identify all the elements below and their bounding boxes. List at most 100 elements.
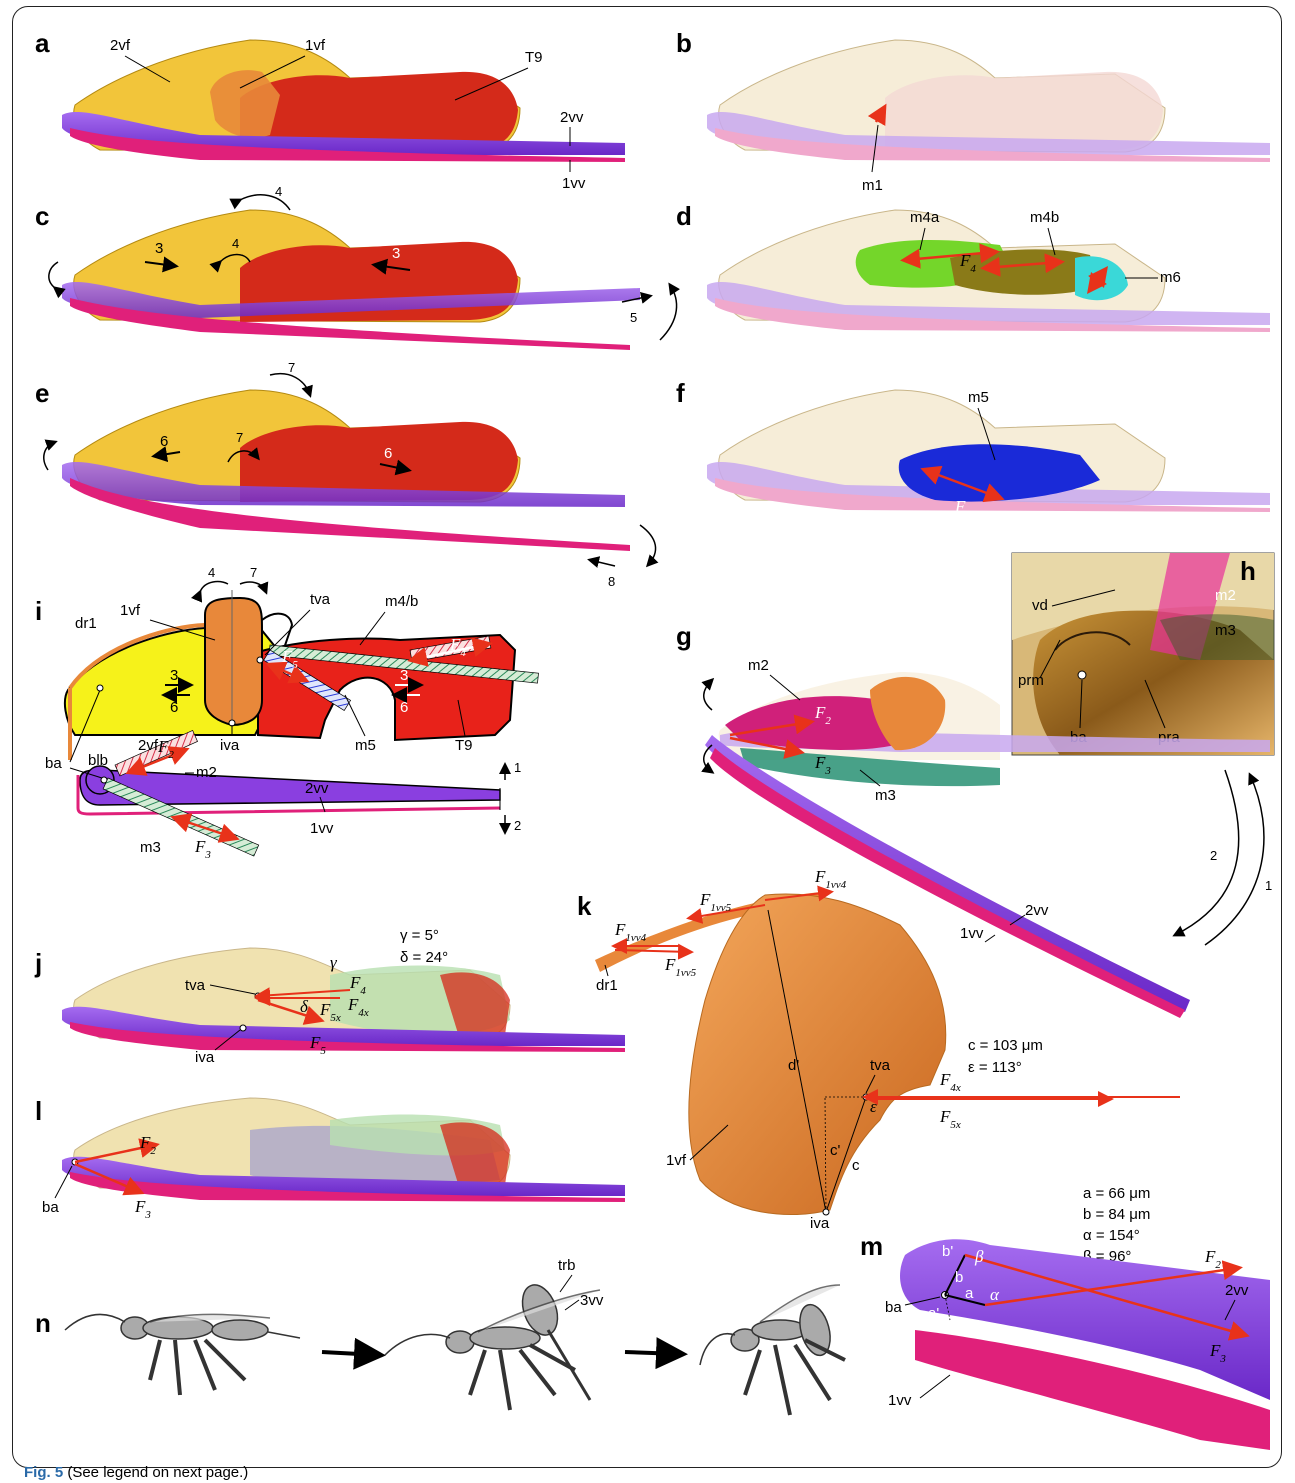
label-m3: m3 (1215, 622, 1236, 639)
panel-c: c 4 3 4 3 5 (35, 184, 677, 350)
panel-letter: m (860, 1231, 883, 1261)
alpha-symbol: α (990, 1285, 1000, 1304)
panel-letter: g (676, 621, 692, 651)
label-m2: m2 (748, 657, 769, 674)
label-d-prime: d' (788, 1057, 799, 1074)
label-2vv: 2vv (1025, 902, 1049, 919)
label-m4a: m4a (910, 209, 940, 226)
force-label-F3: F3 (194, 837, 211, 861)
arrow-label: 7 (236, 430, 243, 445)
label-1vf: 1vf (305, 37, 326, 54)
panel-k: k F4x F5x F1vv4 F1vv5 F1vv4 F1vv5 dr1 d'… (577, 867, 1180, 1232)
label-m2: m2 (1215, 587, 1236, 604)
label-1vv: 1vv (562, 175, 586, 192)
force-label-F1vv5: F1vv5 (699, 890, 732, 914)
label-blb: blb (88, 752, 108, 769)
label-dr1: dr1 (75, 615, 97, 632)
force-label-F1vv4: F1vv4 (614, 920, 647, 944)
wasp-drawing-3 (700, 1285, 845, 1415)
alpha-value: α = 154° (1083, 1227, 1140, 1244)
arrow-label: 6 (170, 699, 178, 716)
arrow-label: 8 (608, 574, 615, 589)
label-m5: m5 (355, 737, 376, 754)
panel-letter: i (35, 596, 42, 626)
label-2vf: 2vf (110, 37, 131, 54)
label-c-prime: c' (830, 1142, 841, 1159)
label-1vv: 1vv (888, 1392, 912, 1409)
label-1vf: 1vf (666, 1152, 687, 1169)
label-iva: iva (220, 737, 240, 754)
panel-i: i F5 F4 3 6 3 6 4 7 F3 (35, 565, 539, 861)
force-label-F2: F2 (1204, 1247, 1221, 1271)
label-dr1: dr1 (596, 977, 618, 994)
arrow-label: 3 (155, 240, 163, 257)
label-ba: ba (45, 755, 62, 772)
label-2vv: 2vv (1225, 1282, 1249, 1299)
arrow-label: 2 (1210, 848, 1217, 863)
label-a: a (965, 1285, 974, 1302)
label-m5: m5 (968, 389, 989, 406)
arrow-label: 6 (160, 433, 168, 450)
label-T9: T9 (455, 737, 473, 754)
panel-l: l F2 F3 ba (35, 1096, 625, 1221)
label-1vf: 1vf (120, 602, 141, 619)
label-tva: tva (310, 591, 331, 608)
panel-d: d F4 m4a m4b m6 (676, 201, 1270, 332)
a-value: a = 66 μm (1083, 1185, 1150, 1202)
label-m4b: m4/b (385, 593, 418, 610)
panel-h: h vd m2 m3 prm ba pra (1012, 553, 1274, 755)
label-ba: ba (885, 1299, 902, 1316)
label-m2: m2 (196, 764, 217, 781)
svg-text:Fig. 5 (See legend on next pag: Fig. 5 (See legend on next page.) (24, 1464, 248, 1481)
panel-letter: l (35, 1096, 42, 1126)
label-vd: vd (1032, 597, 1048, 614)
panel-b: b m1 (676, 28, 1270, 194)
label-m6: m6 (1160, 269, 1181, 286)
label-b: b (955, 1269, 963, 1286)
panel-f: f F5 m5 (676, 378, 1270, 521)
label-iva: iva (810, 1215, 830, 1232)
arrow-label: 5 (630, 310, 637, 325)
label-a-prime: a' (928, 1305, 939, 1322)
panel-j: j γ = 5° δ = 24° F4 F5x F4x F5 γ δ tva i… (34, 927, 625, 1066)
beta-symbol: β (974, 1247, 984, 1266)
arrow-label: 3 (392, 245, 400, 262)
label-1vv: 1vv (310, 820, 334, 837)
label-2vv: 2vv (560, 109, 584, 126)
panel-letter: k (577, 891, 592, 921)
label-prm: prm (1018, 672, 1044, 689)
arrow-label: 4 (232, 236, 239, 251)
panel-e: e 7 6 7 6 8 (35, 360, 656, 589)
arrow-label: 4 (208, 565, 215, 580)
wasp-drawing-2 (385, 1280, 600, 1410)
caption-text: (See legend on next page.) (63, 1464, 248, 1481)
panel-letter: e (35, 378, 49, 408)
panel-letter: a (35, 28, 50, 58)
label-m1: m1 (862, 177, 883, 194)
arrow-label: 4 (275, 184, 282, 199)
label-m4b: m4b (1030, 209, 1059, 226)
label-b-prime: b' (942, 1243, 953, 1260)
arrow-label: 1 (1265, 878, 1272, 893)
label-m3: m3 (140, 839, 161, 856)
arrow-label: 3 (170, 667, 178, 684)
caption-bold: Fig. 5 (24, 1464, 63, 1481)
label-ba: ba (42, 1199, 59, 1216)
wasp-drawing-1 (65, 1314, 300, 1395)
panel-letter: c (35, 201, 49, 231)
label-2vf: 2vf (138, 737, 159, 754)
label-3vv: 3vv (580, 1292, 604, 1309)
label-m3: m3 (875, 787, 896, 804)
panel-letter: d (676, 201, 692, 231)
gamma-value: γ = 5° (400, 927, 439, 944)
panel-letter: b (676, 28, 692, 58)
epsilon-value: ε = 113° (968, 1059, 1022, 1076)
delta-value: δ = 24° (400, 949, 448, 966)
b-value: b = 84 μm (1083, 1206, 1150, 1223)
arrow-label: 2 (514, 818, 521, 833)
force-label-F4x: F4x (939, 1070, 961, 1094)
panel-m: m a = 66 μm b = 84 μm α = 154° β = 96° F… (860, 1185, 1270, 1450)
epsilon-symbol: ε (870, 1097, 877, 1116)
force-label-F1vv4: F1vv4 (814, 867, 847, 891)
